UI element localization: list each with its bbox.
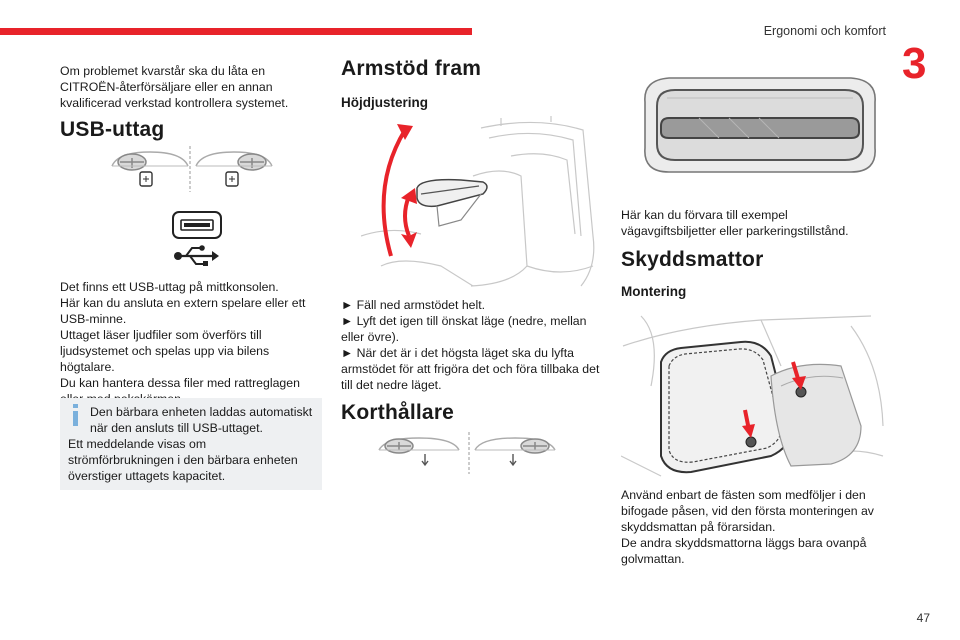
mounting-subheading: Montering [621, 284, 687, 299]
usb-port-icon [172, 211, 222, 239]
step-1: ► Fäll ned armstödet helt. [341, 298, 486, 312]
armrest-heading: Armstöd fram [341, 57, 482, 80]
header-accent-bar [0, 28, 472, 35]
floor-mat-illustration [621, 315, 884, 477]
card-holder-slot-illustration [644, 77, 876, 173]
mounting-line-1: Använd enbart de fästen som medföljer i … [621, 488, 874, 534]
info-rest: Ett meddelande visas om strömförbrukning… [68, 437, 298, 483]
armrest-seat-illustration [361, 116, 595, 287]
storage-text: Här kan du förvara till exempel vägavgif… [621, 208, 849, 238]
page-number: 47 [916, 611, 930, 625]
chapter-number: 3 [902, 39, 927, 88]
armrest-steps: ► Fäll ned armstödet helt. ► Lyft det ig… [341, 297, 604, 393]
steering-wheel-rhd-icon [195, 151, 273, 187]
step-3: ► När det är i det högsta läget ska du l… [341, 346, 600, 392]
usb-body: Det finns ett USB-uttag på mittkonsolen.… [60, 279, 322, 407]
usb-line-3: Uttaget läser ljudfiler som överförs til… [60, 328, 270, 374]
usb-line-2: Här kan du ansluta en extern spelare ell… [60, 296, 306, 326]
cardholder-lhd-icon [378, 437, 460, 467]
cardholder-rhd-icon [474, 437, 556, 467]
section-title: Ergonomi och komfort [763, 24, 886, 38]
cardholder-heading: Korthållare [341, 401, 455, 424]
info-box: Den bärbara enheten laddas automatiskt n… [60, 398, 322, 490]
info-icon [73, 404, 78, 426]
cardholder-divider [468, 432, 470, 474]
mats-heading: Skyddsmattor [621, 248, 764, 271]
height-subheading: Höjdjustering [341, 95, 428, 110]
step-2: ► Lyft det igen till önskat läge (nedre,… [341, 314, 587, 344]
usb-line-1: Det finns ett USB-uttag på mittkonsolen. [60, 280, 279, 294]
intro-paragraph: Om problemet kvarstår ska du låta en CIT… [60, 64, 289, 110]
info-lead: Den bärbara enheten laddas automatiskt n… [90, 405, 313, 435]
mounting-line-2: De andra skyddsmattorna läggs bara ovanp… [621, 536, 867, 566]
divider-dashed [189, 146, 191, 192]
usb-heading: USB-uttag [60, 118, 165, 141]
mounting-body: Använd enbart de fästen som medföljer i … [621, 487, 886, 567]
usb-symbol-icon [174, 245, 219, 266]
steering-wheel-lhd-icon [111, 151, 189, 187]
